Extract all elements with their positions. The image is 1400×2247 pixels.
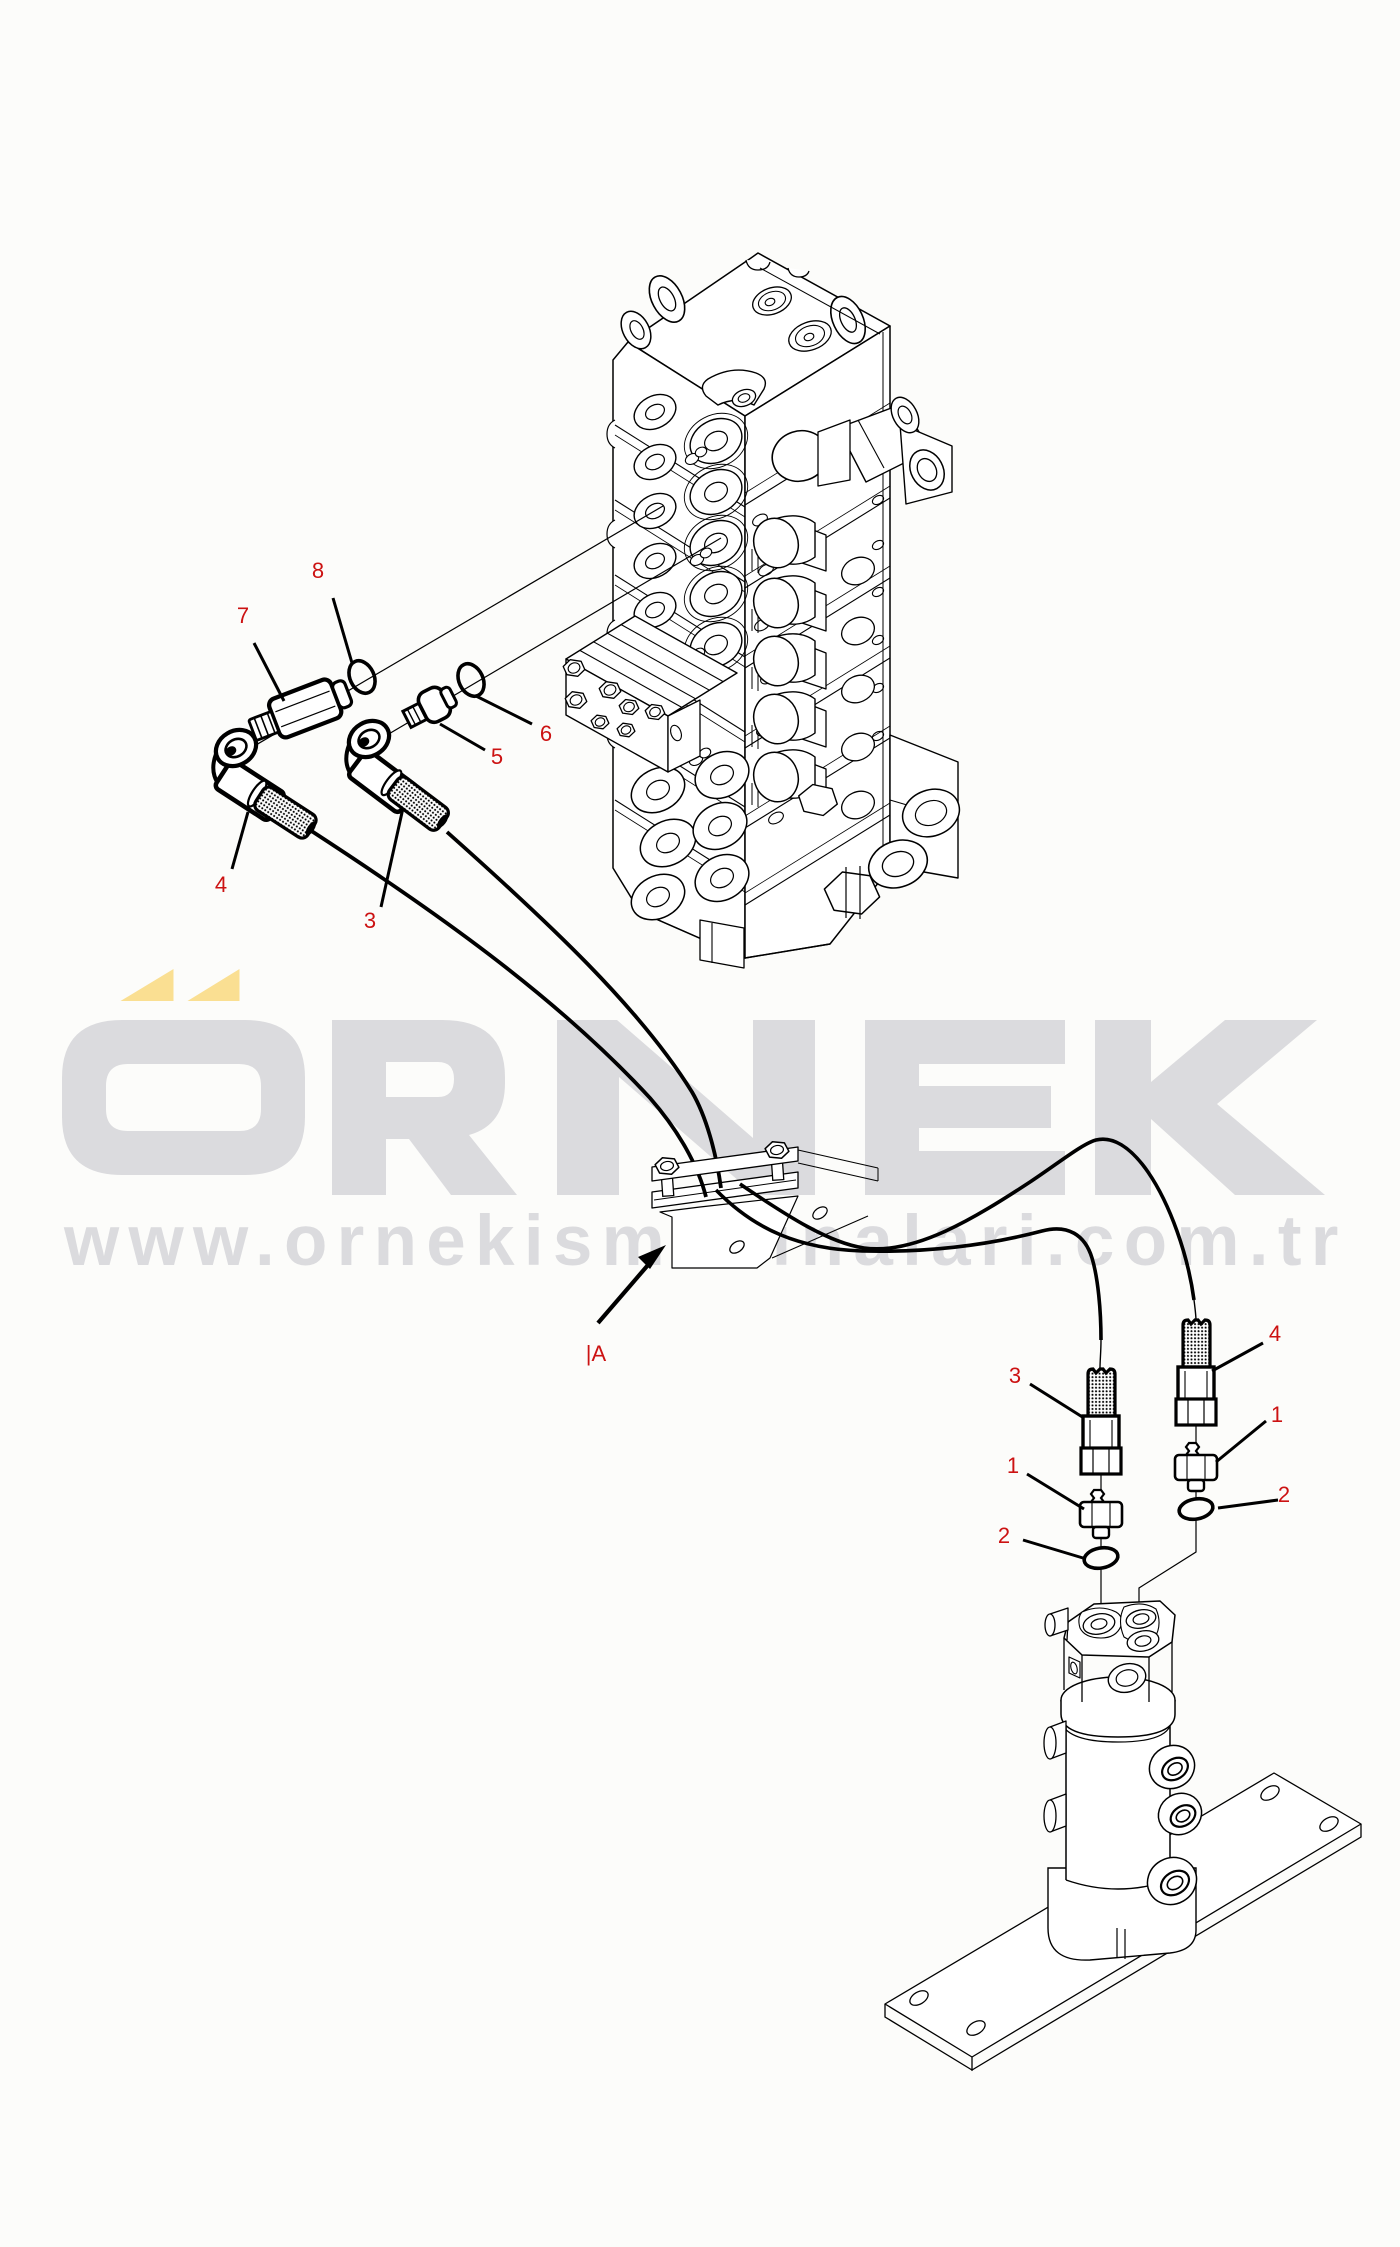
svg-text:2: 2: [1278, 1482, 1290, 1507]
svg-text:4: 4: [1269, 1321, 1281, 1346]
svg-text:2: 2: [998, 1523, 1010, 1548]
svg-text:3: 3: [364, 908, 376, 933]
svg-text:6: 6: [540, 721, 552, 746]
svg-text:3: 3: [1009, 1363, 1021, 1388]
svg-text:1: 1: [1007, 1453, 1019, 1478]
svg-text:4: 4: [215, 872, 227, 897]
svg-text:8: 8: [312, 558, 324, 583]
svg-text:1: 1: [1271, 1402, 1283, 1427]
svg-text:7: 7: [237, 603, 249, 628]
svg-text:|A: |A: [586, 1341, 607, 1366]
svg-text:5: 5: [491, 744, 503, 769]
